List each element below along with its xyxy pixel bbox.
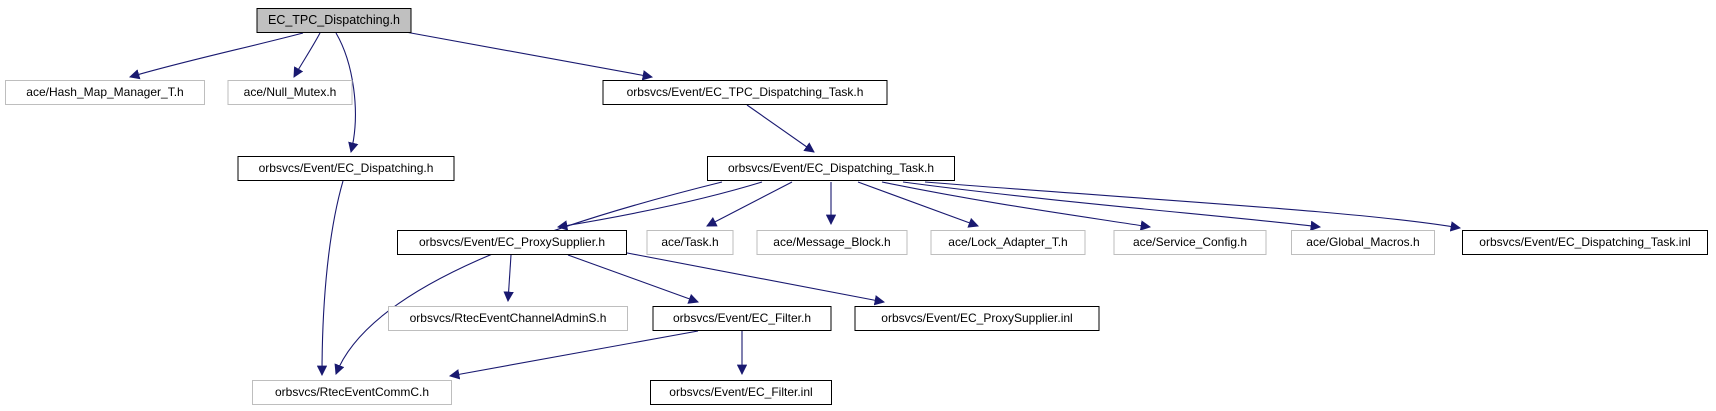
node-comm_c: orbsvcs/RtecEventCommC.h <box>252 380 452 405</box>
edge-tpc_dispatching-to-null_mutex <box>293 32 321 78</box>
node-admin_s: orbsvcs/RtecEventChannelAdminS.h <box>388 306 628 331</box>
node-message_block: ace/Message_Block.h <box>756 230 908 255</box>
node-proxy_supplier_inl[interactable]: orbsvcs/Event/EC_ProxySupplier.inl <box>854 306 1100 331</box>
edge-tpc_dispatching-to-hash_map <box>128 32 304 80</box>
edge-dispatching-to-comm_c <box>316 180 344 377</box>
node-task_inl[interactable]: orbsvcs/Event/EC_Dispatching_Task.inl <box>1462 230 1708 255</box>
node-task[interactable]: orbsvcs/Event/EC_Dispatching_Task.h <box>707 156 955 181</box>
edge-tpc_dispatching-to-tpc_task <box>399 30 654 81</box>
edge-tpc_dispatching-to-dispatching <box>335 32 359 154</box>
edge-task-to-comm_c <box>334 181 723 375</box>
node-ace_task: ace/Task.h <box>646 230 734 255</box>
edge-task-to-task_inl <box>924 181 1462 232</box>
edge-task-to-ace_task <box>706 181 793 227</box>
node-service_config: ace/Service_Config.h <box>1113 230 1267 255</box>
edge-tpc_task-to-task <box>746 104 815 153</box>
edge-task-to-global_macros <box>902 181 1322 232</box>
node-dispatching[interactable]: orbsvcs/Event/EC_Dispatching.h <box>237 156 455 181</box>
node-filter_inl[interactable]: orbsvcs/Event/EC_Filter.inl <box>650 380 832 405</box>
edge-filter-to-comm_c <box>448 330 699 380</box>
node-tpc_task[interactable]: orbsvcs/Event/EC_TPC_Dispatching_Task.h <box>602 80 888 105</box>
node-hash_map: ace/Hash_Map_Manager_T.h <box>5 80 205 105</box>
edge-task-to-proxy_supplier <box>556 181 763 231</box>
edge-task-to-service_config <box>881 181 1152 231</box>
edge-proxy_supplier-to-admin_s <box>503 254 514 303</box>
node-proxy_supplier[interactable]: orbsvcs/Event/EC_ProxySupplier.h <box>397 230 627 255</box>
edge-task-to-lock_adapter <box>857 181 979 228</box>
node-filter[interactable]: orbsvcs/Event/EC_Filter.h <box>652 306 832 331</box>
edge-proxy_supplier-to-proxy_supplier_inl <box>621 251 886 306</box>
edge-proxy_supplier-to-filter <box>567 254 699 304</box>
node-global_macros: ace/Global_Macros.h <box>1291 230 1435 255</box>
node-tpc_dispatching: EC_TPC_Dispatching.h <box>256 8 412 33</box>
node-lock_adapter: ace/Lock_Adapter_T.h <box>930 230 1086 255</box>
node-null_mutex: ace/Null_Mutex.h <box>227 80 353 105</box>
